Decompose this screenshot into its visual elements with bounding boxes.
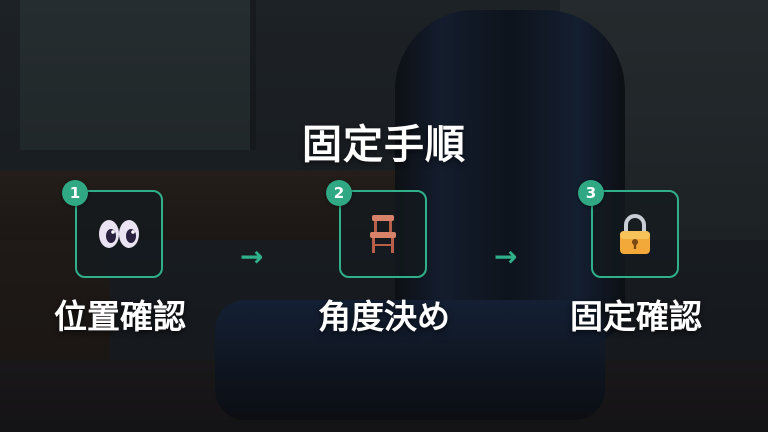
step-3-box [591,190,679,278]
gaming-chair-back [395,10,625,340]
arrow-2-icon: → [494,240,518,273]
step-3-badge: 3 [578,180,604,206]
chair-icon [370,215,396,253]
step-1-box [75,190,163,278]
lock-icon [620,214,650,254]
arrow-1-icon: → [240,240,264,273]
step-1-label: 位置確認 [54,297,186,336]
step-1-badge: 1 [62,180,88,206]
step-2-box [339,190,427,278]
step-3-label: 固定確認 [570,297,702,336]
page-title: 固定手順 [302,122,466,168]
window-left [20,0,256,150]
gaming-chair-seat [215,300,605,420]
step-2-label: 角度決め [318,297,450,336]
eyes-icon [99,220,139,248]
step-2-badge: 2 [326,180,352,206]
